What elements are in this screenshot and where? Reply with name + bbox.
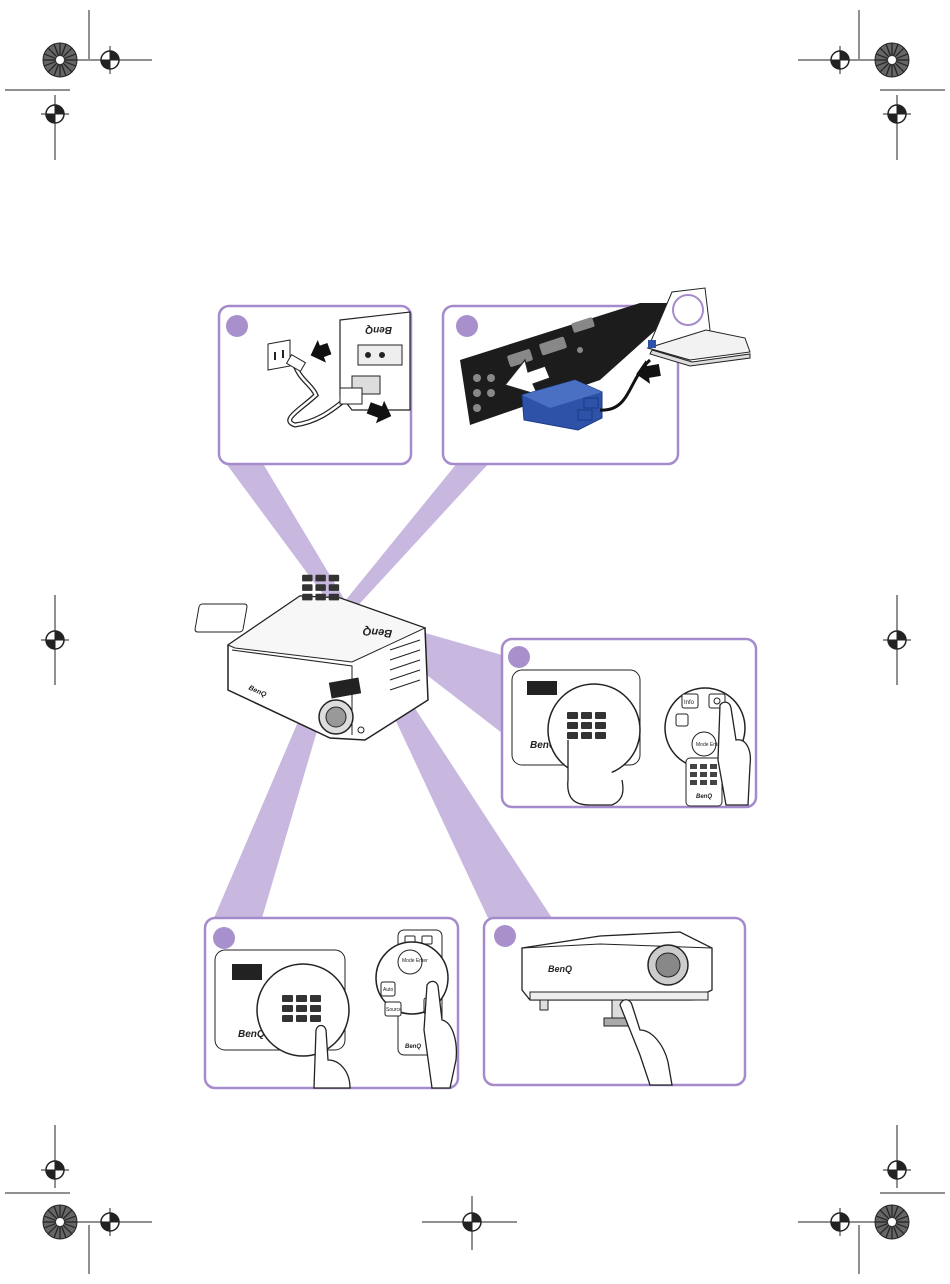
brand-logo: BenQ xyxy=(365,324,392,335)
power-outlet-icon xyxy=(268,340,290,370)
registration-marks xyxy=(5,10,945,1274)
crosshair-icon xyxy=(96,1208,124,1236)
crosshair-icon xyxy=(96,46,124,74)
brand-logo: BenQ xyxy=(548,964,572,974)
panel-source: BenQ Mode Enter Auto Source BenQ xyxy=(205,918,458,1088)
color-target-icon xyxy=(875,43,909,77)
panel-vga xyxy=(443,288,750,464)
auto-button-label: Auto xyxy=(383,987,394,993)
brand-logo: BenQ xyxy=(696,794,712,800)
crosshair-icon xyxy=(826,46,854,74)
panel-power: BenQ xyxy=(219,306,411,464)
projector-main: BenQ BenQ xyxy=(195,575,428,740)
projector-keypad-icon xyxy=(302,575,339,601)
brand-logo: BenQ xyxy=(405,1044,421,1050)
color-target-icon xyxy=(875,1205,909,1239)
step-badge xyxy=(494,925,516,947)
step-badge xyxy=(456,315,478,337)
crosshair-icon xyxy=(458,1208,486,1236)
color-target-icon xyxy=(43,43,77,77)
source-button-label: Source xyxy=(386,1007,402,1013)
projector-keypad-icon xyxy=(567,712,606,739)
panel-power-on: BenQ Info Mode Enter BenQ xyxy=(502,639,756,807)
crosshair-icon xyxy=(826,1208,854,1236)
panel-adjust: BenQ xyxy=(484,918,745,1085)
mode-enter-label: Mode Enter xyxy=(402,958,428,964)
step-badge xyxy=(508,646,530,668)
projector-keypad-icon xyxy=(282,995,321,1022)
color-target-icon xyxy=(43,1205,77,1239)
info-button-label: Info xyxy=(684,700,695,706)
laptop-icon xyxy=(648,288,750,366)
step-badge xyxy=(226,315,248,337)
step-badge xyxy=(213,927,235,949)
brand-logo: BenQ xyxy=(238,1029,265,1040)
